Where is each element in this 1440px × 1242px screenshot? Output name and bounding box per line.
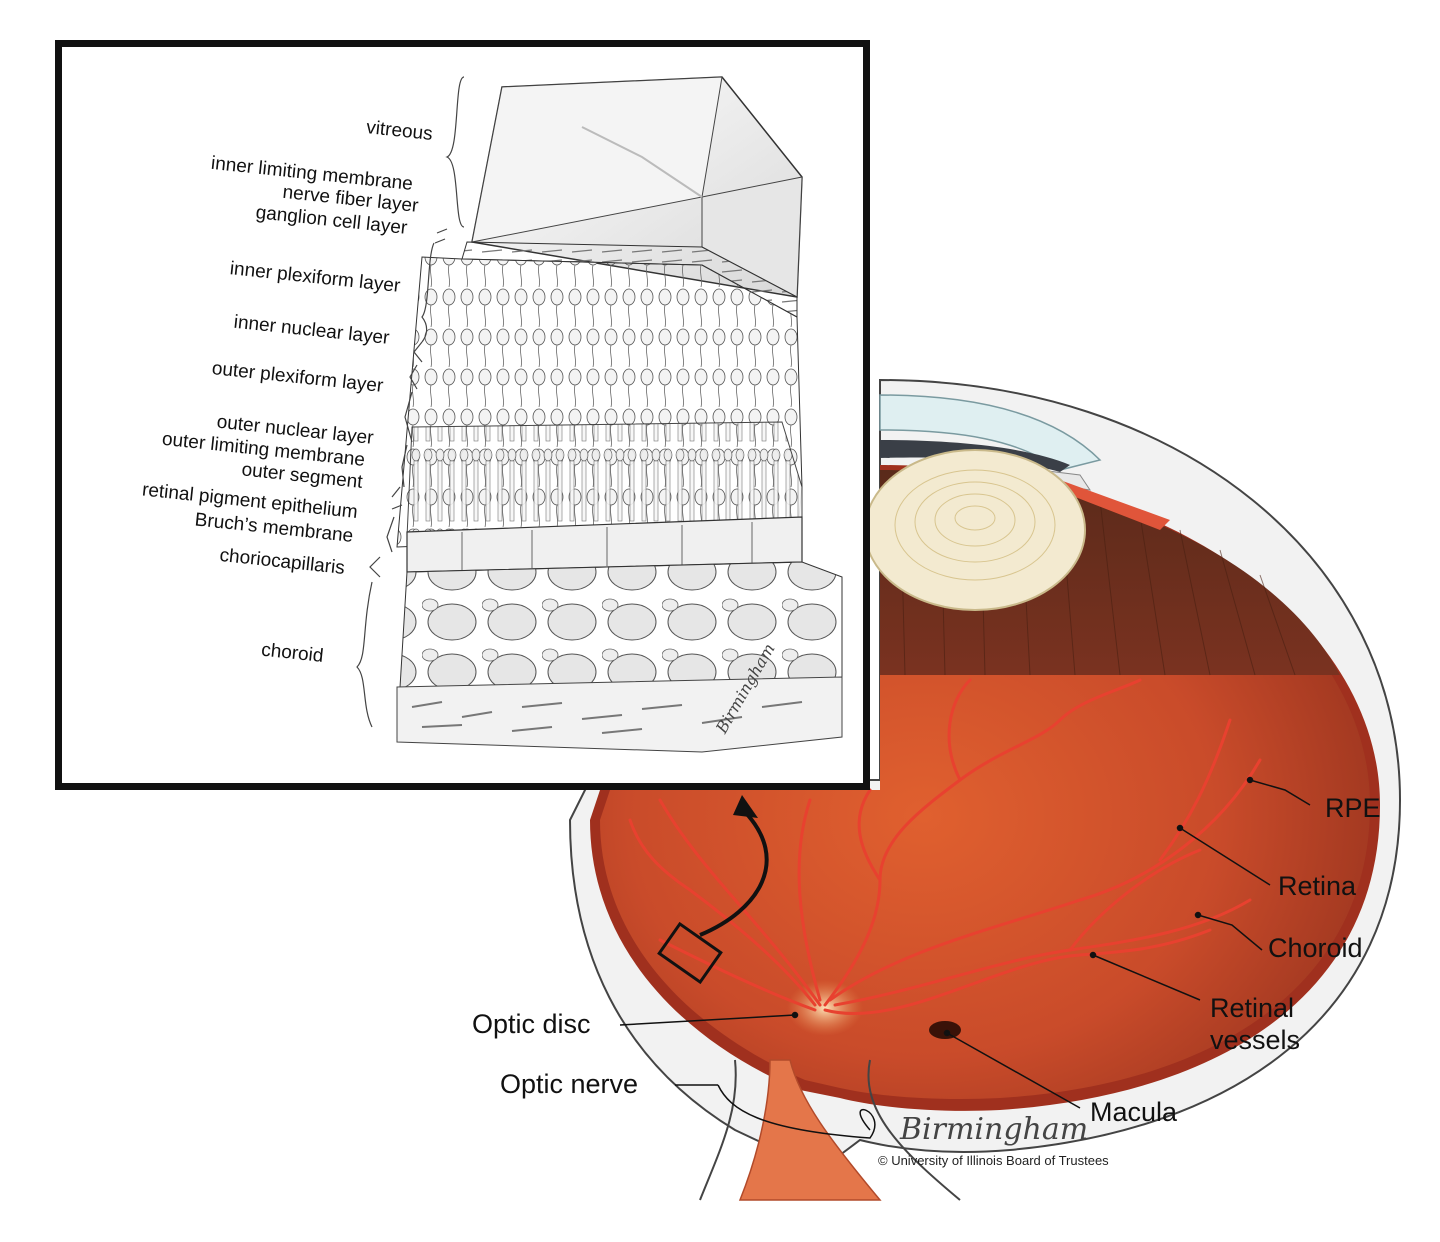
optic-disc [787,980,863,1036]
optic-nerve-sheath [699,1059,961,1201]
sample-region-box [657,921,723,985]
cornea [879,394,1102,471]
label-macula: Macula [1090,1097,1178,1127]
label-retina: Retina [1278,871,1357,901]
label-optic-disc: Optic disc [472,1009,591,1039]
ciliary-muscle [1060,480,1170,530]
photoreceptor-layer [406,421,803,538]
zoom-arrow [699,810,769,937]
label-retinal-vessels-1: Retinal [1210,993,1295,1023]
leader-lines [619,776,1311,1139]
label-optic-nerve: Optic nerve [500,1069,639,1099]
retinal-vessels [628,678,1262,1016]
macula [929,1021,961,1039]
label-choroid: Choroid [1268,933,1363,963]
retina-layers-inset: vitreous inner limiting membrane nerve f… [55,40,870,790]
retina-layers-illustration [356,76,843,753]
label-rpe: RPE [1325,793,1381,823]
optic-nerve [738,1059,882,1201]
lens-rings [894,469,1056,581]
label-retinal-vessels-2: vessels [1210,1025,1301,1055]
eye-signature: Birmingham [900,1112,1089,1147]
zoom-arrow-head [733,795,758,818]
copyright-notice: © University of Illinois Board of Truste… [878,1153,1109,1168]
layer-braces [356,76,465,728]
